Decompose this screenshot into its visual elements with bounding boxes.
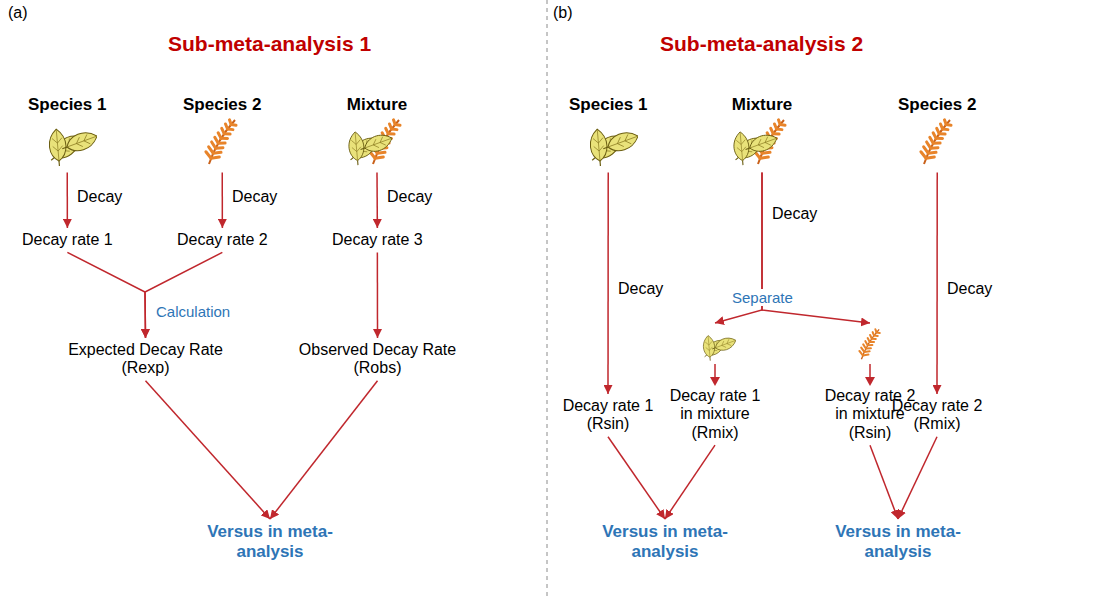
arrow-label: Decay xyxy=(232,188,277,206)
panel-letter: (a) xyxy=(8,4,28,22)
sample-heading: Species 1 xyxy=(28,95,106,169)
flow-arrow xyxy=(146,381,271,519)
mixed-litter-icon xyxy=(341,115,413,169)
flow-arrow xyxy=(936,172,938,394)
arrow-label: Decay xyxy=(772,205,817,223)
rate-label: Decay rate 2 in mixture (Rsin) xyxy=(820,326,920,442)
node-text: Species 2 xyxy=(183,95,261,115)
flow-arrow xyxy=(270,381,378,519)
rate-label: Expected Decay Rate (Rexp) xyxy=(58,341,233,378)
rate-label: Decay rate 1 xyxy=(22,231,113,249)
node-text: Decay rate 1 (Rsin) xyxy=(558,397,658,434)
arrow-label: Separate xyxy=(729,289,796,306)
rate-label: Decay rate 2 (Rmix) xyxy=(887,397,987,434)
rate-label: Decay rate 3 xyxy=(332,231,423,249)
sample-heading: Mixture xyxy=(341,95,413,169)
panel-title: Sub-meta-analysis 2 xyxy=(660,32,863,56)
comparison-label: Versus in meta-analysis xyxy=(590,522,740,563)
flow-arrow xyxy=(67,252,145,338)
node-text: Decay rate 2 (Rmix) xyxy=(887,397,987,434)
panel-title: Sub-meta-analysis 1 xyxy=(168,32,371,56)
mixed-litter-icon xyxy=(726,115,798,169)
small-arrow xyxy=(709,363,721,387)
node-text: Decay rate 2 xyxy=(177,231,268,249)
node-text: Observed Decay Rate (Robs) xyxy=(290,341,465,378)
flow-arrow xyxy=(870,445,898,519)
sample-heading: Species 2 xyxy=(183,95,261,169)
node-text: Decay rate 1 in mixture (Rmix) xyxy=(665,387,765,442)
panel-divider xyxy=(547,0,548,597)
node-text: Species 1 xyxy=(569,95,647,115)
sample-heading: Species 2 xyxy=(898,95,976,169)
small-arrow xyxy=(864,363,876,387)
node-text: Decay rate 2 in mixture (Rsin) xyxy=(820,387,920,442)
node-text: Versus in meta-analysis xyxy=(195,522,345,563)
node-text: Expected Decay Rate (Rexp) xyxy=(58,341,233,378)
arrow-label: Decay xyxy=(618,280,663,298)
flow-arrow xyxy=(221,172,223,228)
node-text: Mixture xyxy=(341,95,413,115)
fern-litter-icon xyxy=(916,115,958,169)
leaf-litter-icon xyxy=(578,115,638,169)
node-text: Decay rate 1 xyxy=(22,231,113,249)
comparison-label: Versus in meta-analysis xyxy=(195,522,345,563)
node-text: Species 1 xyxy=(28,95,106,115)
flow-arrow xyxy=(608,437,665,519)
flow-arrow xyxy=(377,252,379,338)
flow-arrow xyxy=(376,172,378,228)
arrow-label: Decay xyxy=(947,280,992,298)
node-text: Species 2 xyxy=(898,95,976,115)
node-text: Mixture xyxy=(726,95,798,115)
arrow-label: Decay xyxy=(387,188,432,206)
node-text: Decay rate 3 xyxy=(332,231,423,249)
panel-letter: (b) xyxy=(553,4,573,22)
flow-arrow xyxy=(665,445,715,519)
sample-heading: Species 1 xyxy=(569,95,647,169)
leaf-litter-icon xyxy=(37,115,97,169)
flow-arrow xyxy=(607,172,609,394)
node-text: Versus in meta-analysis xyxy=(823,522,973,563)
comparison-label: Versus in meta-analysis xyxy=(823,522,973,563)
arrow-label: Decay xyxy=(77,188,122,206)
flow-arrow xyxy=(898,437,937,519)
sample-heading: Mixture xyxy=(726,95,798,169)
flow-arrow xyxy=(145,252,222,338)
arrow-label: Calculation xyxy=(153,303,233,320)
fern-litter-icon xyxy=(856,326,885,363)
fern-litter-icon xyxy=(201,115,243,169)
node-text: Versus in meta-analysis xyxy=(590,522,740,563)
rate-label: Decay rate 1 in mixture (Rmix) xyxy=(665,326,765,442)
rate-label: Observed Decay Rate (Robs) xyxy=(290,341,465,378)
leaf-litter-icon xyxy=(695,326,736,363)
rate-label: Decay rate 2 xyxy=(177,231,268,249)
flow-arrow xyxy=(66,172,68,228)
rate-label: Decay rate 1 (Rsin) xyxy=(558,397,658,434)
